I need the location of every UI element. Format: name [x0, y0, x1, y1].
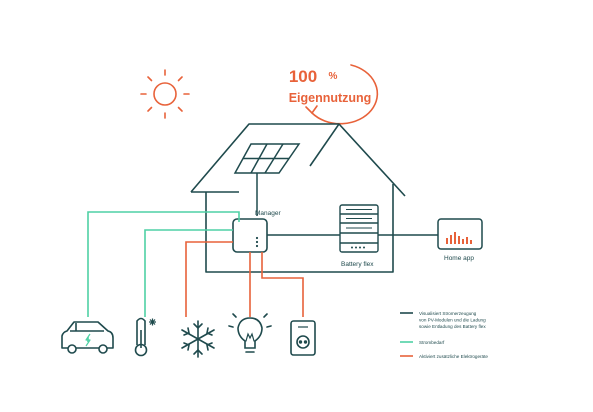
- self-consumption-label: Eigennutzung: [289, 91, 372, 105]
- manager-label: Manager: [255, 210, 281, 217]
- electric-car-icon: [61, 321, 114, 354]
- sun-icon: [140, 69, 190, 119]
- socket-icon: [290, 320, 316, 356]
- light-bulb-icon: [228, 313, 272, 353]
- cycle-arrow-icon: [305, 64, 379, 125]
- house-outline: [190, 123, 406, 273]
- battery-icon: [339, 204, 379, 253]
- battery-label: Battery flex: [341, 261, 374, 268]
- legend-text-generation-3: sowie Entladung des Battery flex: [419, 324, 486, 329]
- thermometer-icon: [134, 317, 156, 357]
- legend-text-generation-2: von PV-Modulen und die Ladung: [419, 318, 486, 323]
- legend-text-activation: Aktiviert zusätzliche Elektrogeräte: [419, 354, 488, 359]
- demand-lines: [87, 211, 240, 317]
- activation-lines: [185, 241, 304, 317]
- solar-panel-icon: [233, 143, 301, 216]
- legend-text-demand: Strombedarf: [419, 340, 445, 345]
- home-app-label: Home app: [444, 255, 474, 262]
- home-app-tablet-icon: [437, 218, 483, 250]
- manager-device-icon: [232, 218, 268, 253]
- snowflake-icon: [181, 320, 215, 358]
- percent-sign: %: [329, 71, 338, 82]
- legend-text-generation-1: Visualisiert Stromerzeugung: [419, 311, 477, 316]
- legend: Visualisiert Stromerzeugung von PV-Modul…: [400, 311, 488, 359]
- self-consumption-value: 100: [289, 67, 317, 86]
